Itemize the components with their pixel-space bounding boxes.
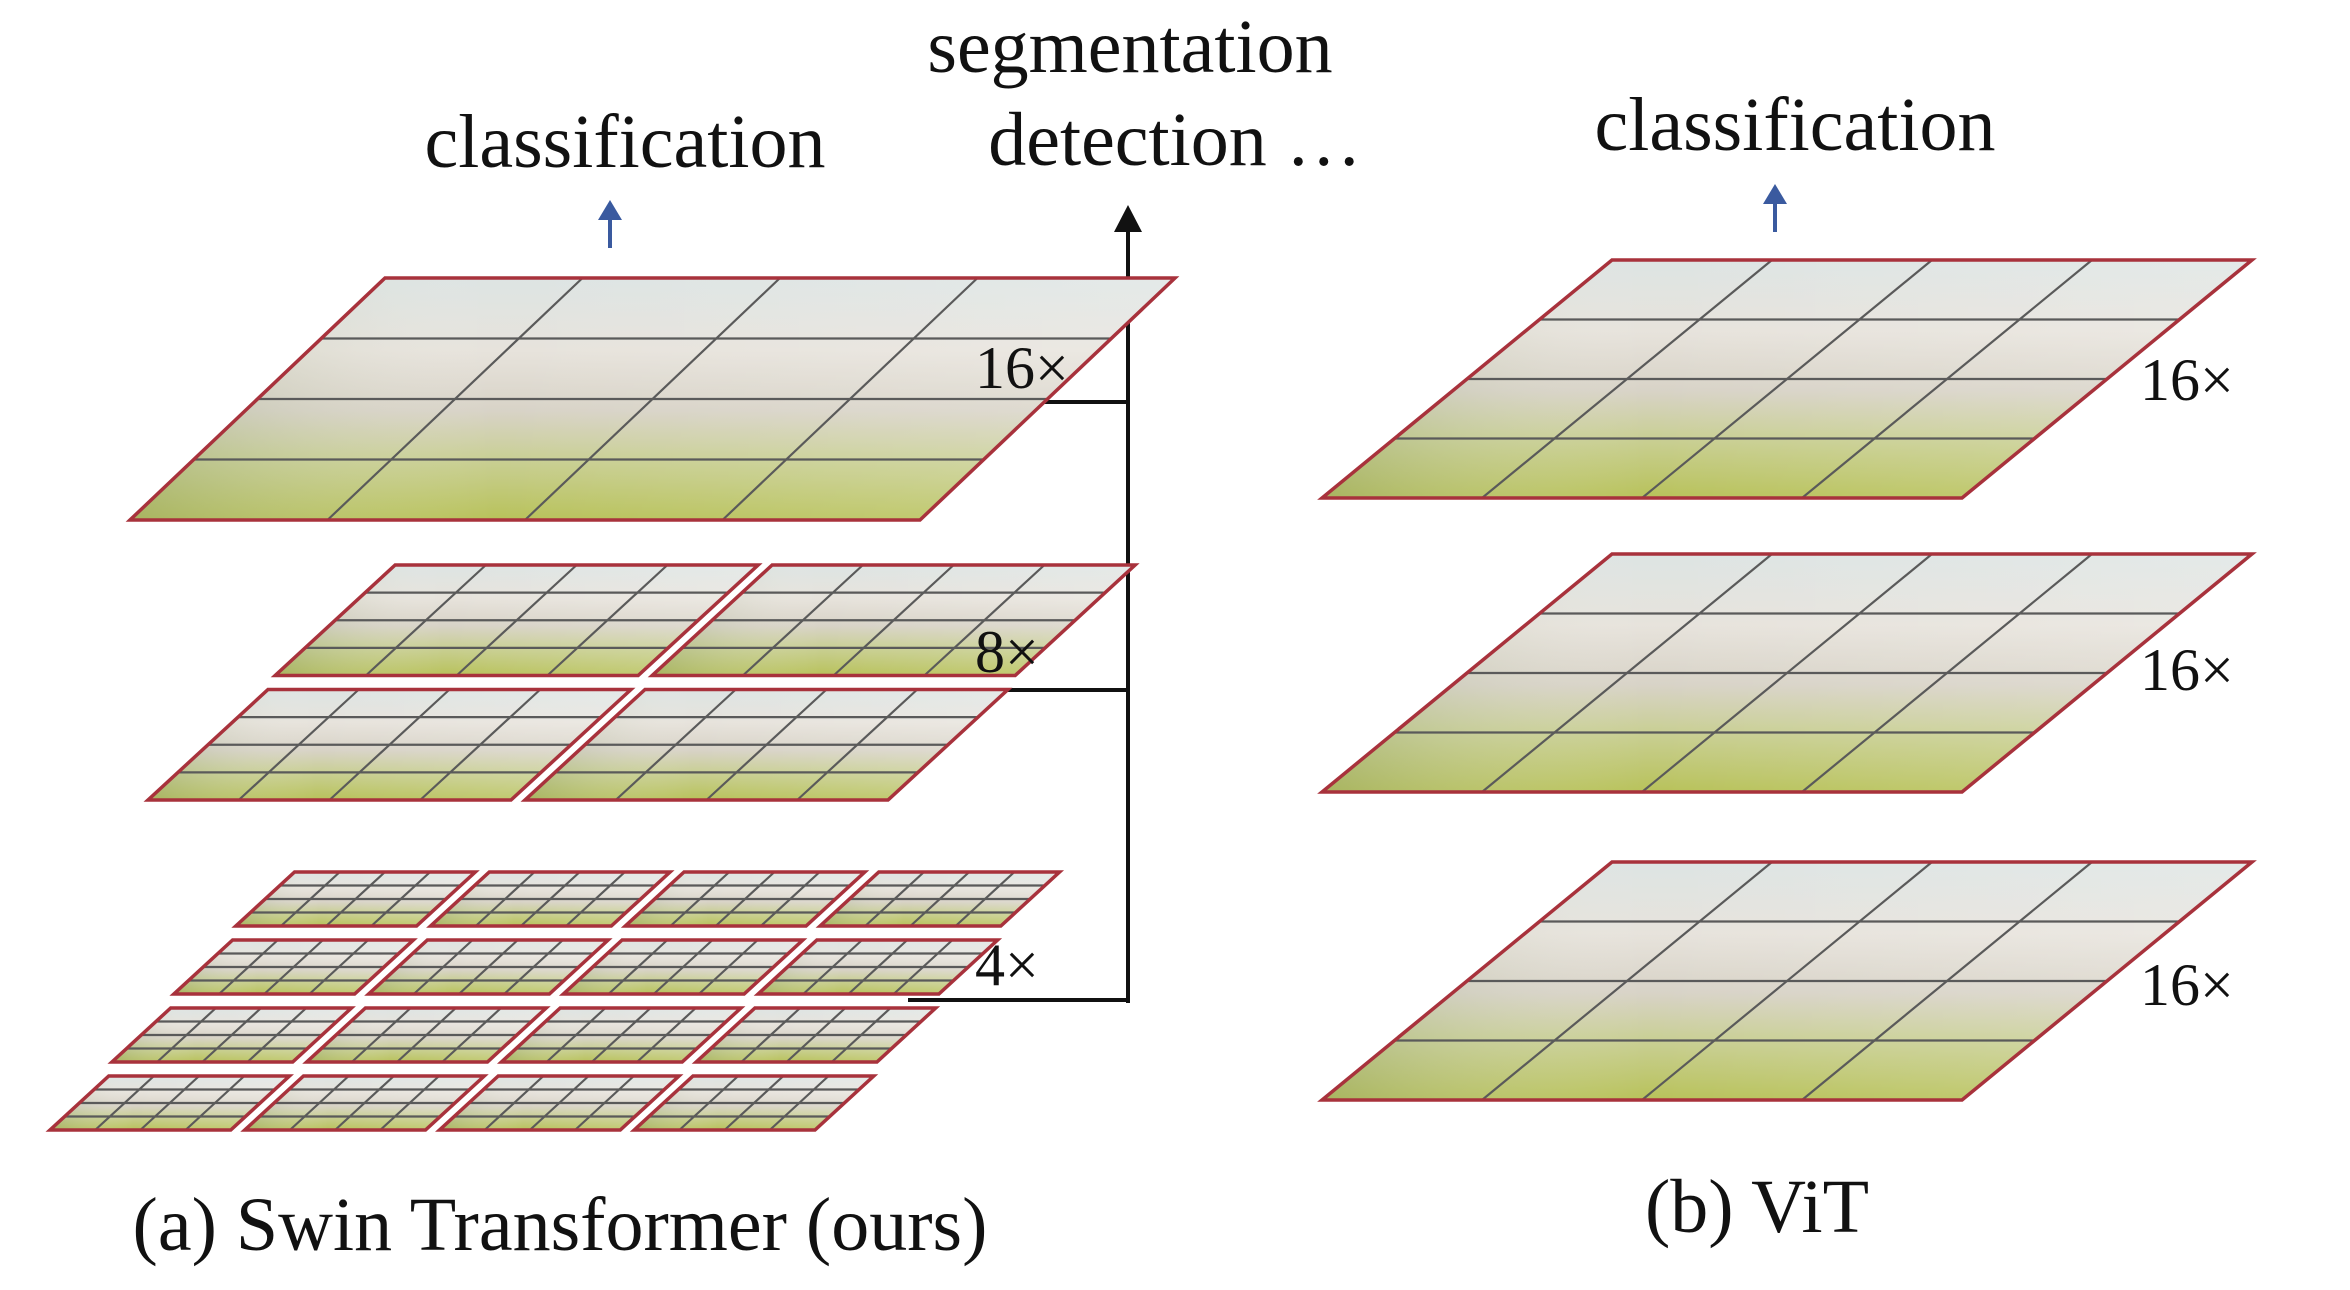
swin-window [302, 1006, 551, 1064]
patch-grid-line [441, 1007, 502, 1063]
swin-window [231, 870, 480, 928]
swin-stage-8x [143, 563, 1140, 802]
swin-scale-label-4x: 4× [975, 932, 1039, 998]
window-border [302, 1006, 551, 1064]
patch-grid-line [246, 1007, 307, 1063]
swin-window [558, 938, 808, 996]
patch-grid-line [370, 871, 431, 927]
patch-grid-line [1801, 861, 2093, 1101]
swin-window [143, 687, 636, 802]
patch-grid-line [721, 277, 979, 521]
window-border [629, 1074, 879, 1132]
swin-window [240, 1074, 489, 1132]
window-border [647, 563, 1140, 678]
swin-window [647, 563, 1140, 678]
swin-window [753, 938, 1003, 996]
swin-scale-label-16x: 16× [975, 335, 1069, 401]
swin-caption: (a) Swin Transformer (ours) [133, 1183, 988, 1267]
patch-grid-line [760, 871, 821, 927]
window-border [364, 938, 613, 996]
patch-grid-line [565, 871, 626, 927]
patch-grid-line [769, 1075, 830, 1131]
vit-feature-map [1317, 552, 2257, 794]
swin-classification-label: classification [425, 100, 826, 184]
swin-stage-4x [45, 870, 1065, 1132]
patch-grid-line [892, 939, 954, 995]
patch-grid-line [184, 1075, 246, 1131]
vit-scale-label-bottom: 16× [2140, 952, 2234, 1018]
window-border [1317, 860, 2257, 1102]
vit-feature-map [1317, 258, 2257, 500]
patch-grid-line [419, 688, 541, 801]
vit-scale-label-middle: 16× [2140, 637, 2234, 703]
swin-window [629, 1074, 879, 1132]
vit-feature-map [1317, 860, 2257, 1102]
patch-grid-line [379, 1075, 440, 1131]
patch-grid-line [636, 1007, 697, 1063]
vit-stage-middle [1317, 552, 2257, 794]
patch-grid-line [954, 871, 1016, 927]
patch-grid-line [923, 564, 1046, 677]
window-border [815, 870, 1065, 928]
segmentation-label: segmentation [927, 5, 1332, 89]
window-border [620, 870, 870, 928]
patch-grid-line [574, 1075, 635, 1131]
vit-panel: classification 16× 16× 16× (b) ViT [1317, 83, 2257, 1249]
swin-scale-label-8x: 8× [975, 619, 1039, 685]
swin-window [496, 1006, 746, 1064]
patch-grid-line [503, 939, 564, 995]
swin-window [435, 1074, 684, 1132]
swin-window [691, 1006, 941, 1064]
patch-grid-line [698, 939, 759, 995]
window-border [691, 1006, 941, 1064]
window-border [240, 1074, 489, 1132]
patch-grid-line [308, 939, 369, 995]
swin-window [45, 1074, 294, 1132]
swin-window [270, 563, 763, 678]
window-border [426, 870, 675, 928]
detection-label: detection … [988, 98, 1362, 182]
vit-classification-label: classification [1595, 83, 1996, 167]
patch-grid-line [831, 1007, 892, 1063]
patch-grid-line [1801, 259, 2093, 499]
swin-window [169, 938, 418, 996]
window-border [231, 870, 480, 928]
swin-stage-16x [125, 276, 1180, 522]
window-border [107, 1006, 356, 1064]
swin-window [107, 1006, 356, 1064]
window-border [1317, 552, 2257, 794]
window-border [753, 938, 1003, 996]
patch-grid-line [1801, 553, 2093, 793]
swin-window [125, 276, 1180, 522]
window-border [143, 687, 636, 802]
window-border [270, 563, 763, 678]
swin-window [520, 687, 1013, 802]
patch-grid-line [546, 564, 669, 677]
window-border [1317, 258, 2257, 500]
window-border [169, 938, 418, 996]
swin-window [620, 870, 870, 928]
swin-window [364, 938, 613, 996]
window-border [558, 938, 808, 996]
swin-window [815, 870, 1065, 928]
window-border [520, 687, 1013, 802]
vit-scale-label-top: 16× [2140, 347, 2234, 413]
vit-classification-arrow [1763, 184, 1787, 232]
window-border [496, 1006, 746, 1064]
vit-stage-top [1317, 258, 2257, 500]
window-border [45, 1074, 294, 1132]
swin-window [426, 870, 675, 928]
swin-panel: classification segmentation detection … … [45, 5, 1362, 1267]
window-border [125, 276, 1180, 522]
patch-grid-line [796, 688, 918, 801]
window-border [435, 1074, 684, 1132]
vit-caption: (b) ViT [1645, 1165, 1869, 1249]
vit-stage-bottom [1317, 860, 2257, 1102]
swin-classification-arrow [598, 200, 622, 248]
